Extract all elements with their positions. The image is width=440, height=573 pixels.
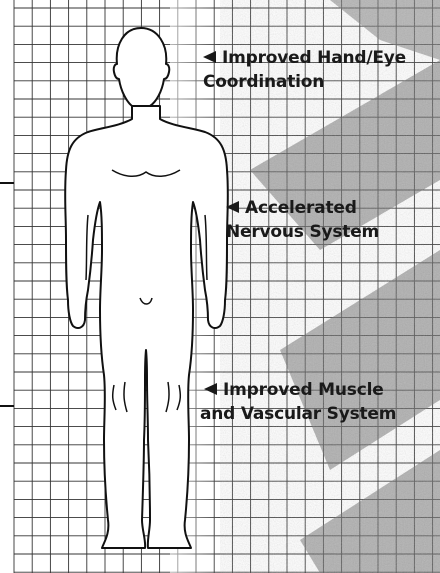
callout-hand-eye-coordination: Improved Hand/Eye Coordination — [203, 46, 406, 94]
pointer-arrow-icon — [203, 51, 216, 63]
figure-head — [114, 28, 170, 106]
scale-tick — [0, 405, 14, 407]
callout-line-1: Accelerated — [226, 196, 379, 220]
callout-line-2: Coordination — [203, 70, 406, 94]
callout-line-2: Nervous System — [226, 220, 379, 244]
callout-nervous-system: Accelerated Nervous System — [226, 196, 379, 244]
callout-line-2: and Vascular System — [200, 402, 396, 426]
callout-muscle-vascular-system: Improved Muscle and Vascular System — [200, 378, 396, 426]
pointer-arrow-icon — [226, 201, 239, 213]
callout-line-1: Improved Muscle — [200, 378, 396, 402]
pointer-arrow-icon — [204, 383, 217, 395]
scale-tick — [0, 182, 14, 184]
callout-line-1: Improved Hand/Eye — [203, 46, 406, 70]
